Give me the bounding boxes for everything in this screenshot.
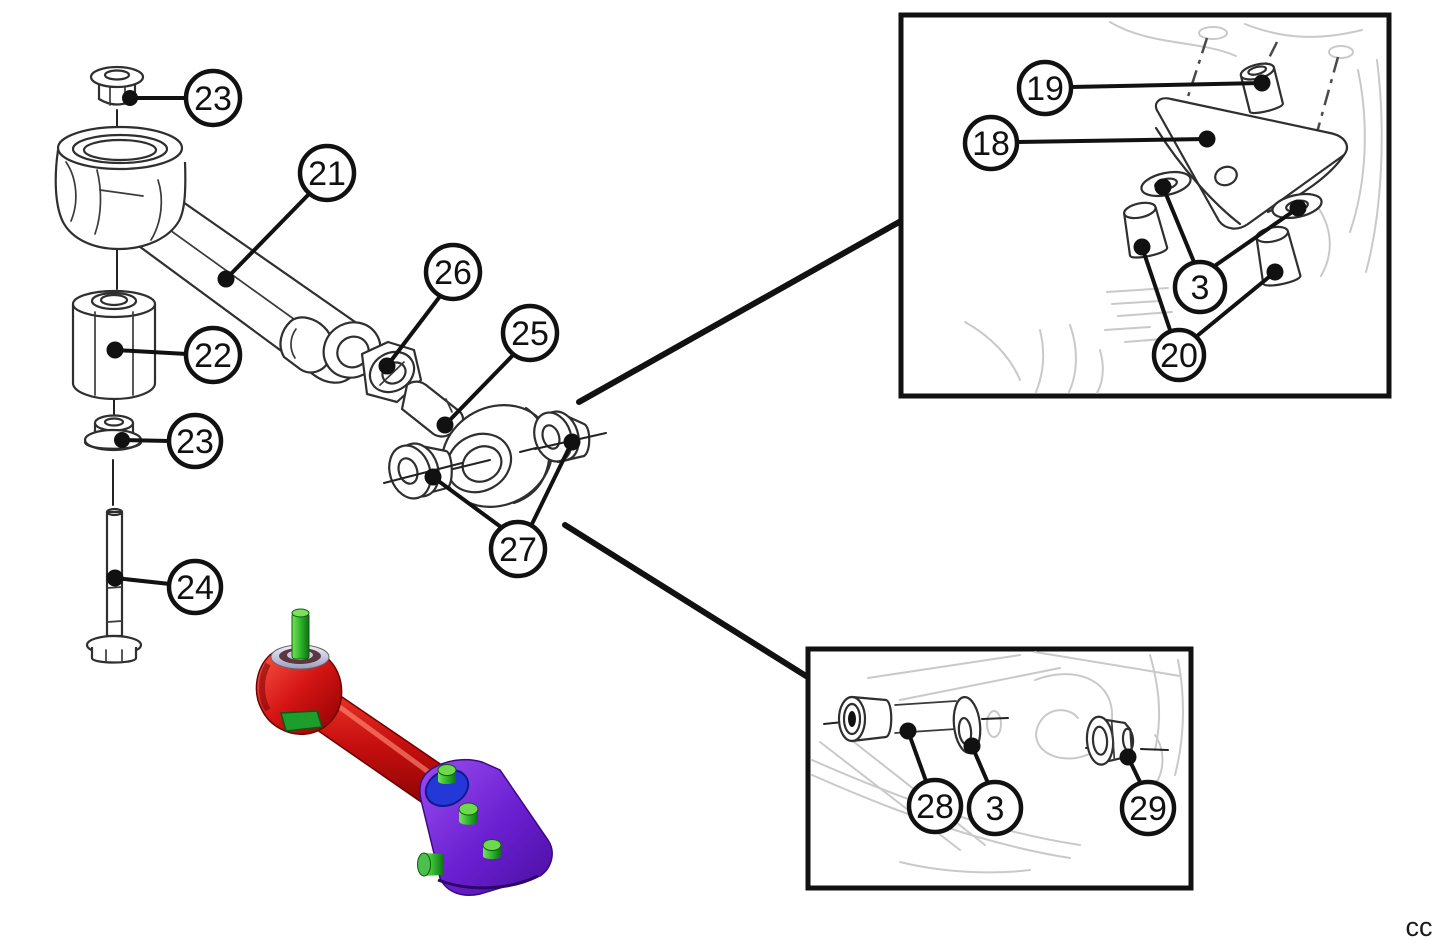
callout-22: 22: [106, 325, 243, 385]
callout-label: 21: [308, 155, 346, 193]
inset-top-dash-lines: [1181, 37, 1340, 173]
callout-label: 19: [1026, 70, 1064, 108]
callout-label: 27: [499, 531, 537, 569]
callout-20: 20: [1133, 238, 1284, 383]
callout-25: 25: [436, 303, 560, 434]
callout-24: 24: [106, 558, 224, 616]
arm-eye-shade: [259, 662, 271, 712]
callout-19: 19: [1016, 59, 1271, 117]
green-stud-top-cap: [291, 608, 310, 618]
callout-label: 23: [194, 80, 232, 118]
callout-label: 29: [1129, 790, 1167, 828]
torque-arm-part: [54, 125, 382, 384]
callout-18: 18: [962, 114, 1216, 172]
green-stud-bracket-3: [482, 839, 502, 859]
callout-3-bottom: 3: [963, 737, 1024, 837]
callout-label: 3: [1191, 269, 1210, 307]
inset-frame-bracket: 19 18 3 20: [898, 12, 1392, 399]
green-stud-bracket-1: [437, 764, 457, 784]
callout-21: 21: [217, 143, 357, 288]
rod-end-housing-part: [440, 398, 554, 508]
callout-label: 18: [972, 125, 1010, 163]
callout-28: 28: [899, 722, 964, 835]
bracket-18-part: [1154, 97, 1348, 230]
inset-frame-mount: 28 3 29: [805, 646, 1194, 891]
callout-23-mid: 23: [114, 412, 224, 470]
connector-line-top-inset: [576, 218, 904, 405]
connector-line-bottom-inset: [562, 522, 809, 679]
bolt-part: [85, 507, 143, 664]
green-stud-bracket-2: [458, 802, 479, 825]
rendered-arm-3d: [255, 608, 553, 896]
green-stud-bracket-side: [417, 852, 444, 877]
callout-label: 3: [986, 790, 1005, 828]
main-exploded-view: 23 21 22 23 24 26 25: [54, 65, 904, 679]
watermark-text: cc: [1406, 912, 1433, 942]
callout-27: 27: [424, 433, 581, 579]
callout-label: 28: [916, 788, 954, 826]
callout-23-top: 23: [122, 68, 243, 128]
bracket-bottom-edge: [437, 874, 539, 890]
callout-label: 25: [511, 315, 549, 353]
callout-label: 24: [176, 569, 214, 607]
green-hex-under-eye: [280, 710, 323, 732]
green-stud-top: [291, 612, 310, 660]
callout-29: 29: [1119, 748, 1177, 837]
flange-washer-mid: [83, 414, 143, 452]
pivot-bushing-right: [533, 410, 607, 464]
callout-label: 26: [434, 254, 472, 292]
sleeve-bolt-28-part: [837, 695, 957, 743]
callout-label: 20: [1160, 337, 1198, 375]
inset-border-bottom: [805, 646, 1194, 891]
callout-label: 22: [194, 337, 232, 375]
callout-3-top: 3: [1154, 178, 1307, 315]
callout-26: 26: [378, 242, 483, 375]
callout-label: 23: [176, 423, 214, 461]
